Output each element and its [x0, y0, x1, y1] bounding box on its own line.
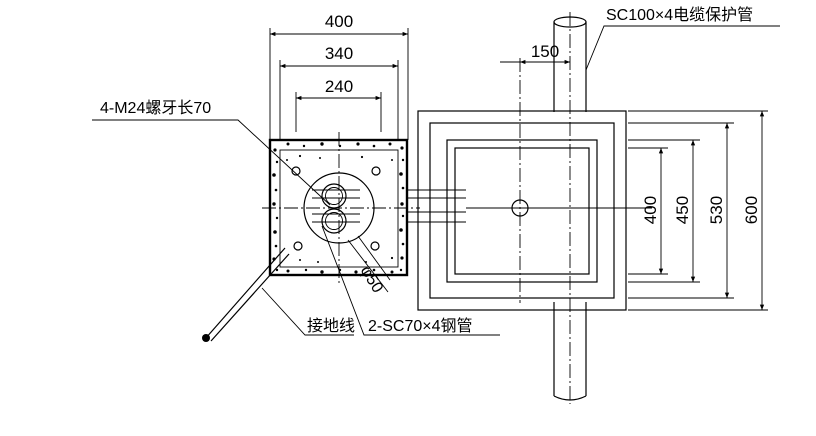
grounding-wire: [204, 247, 286, 340]
dim-label-v-600: 600: [742, 196, 761, 224]
anchor-bolt: [371, 166, 381, 176]
center-hole: [511, 199, 529, 217]
leader-grounding: [261, 287, 354, 336]
anchor-bolt: [293, 241, 303, 251]
pipe-opening: [303, 172, 375, 244]
dim-label-150: 150: [531, 42, 559, 61]
dim-label-v-450: 450: [673, 196, 692, 224]
leader-cable-pipe: [585, 25, 780, 71]
dim-label-v-530: 530: [707, 196, 726, 224]
concrete-hatch: [272, 142, 405, 274]
cable-pit-plan: 150 SC100×4电缆保护管 400 450 530 600: [417, 6, 780, 404]
leader-steel-pipe: [321, 225, 500, 336]
concrete-block: [268, 138, 409, 277]
steel-pipe: [321, 183, 347, 209]
foundation-plan: 400 340 240: [92, 12, 500, 342]
dim-label-v-400: 400: [641, 196, 660, 224]
dim-label-340: 340: [325, 44, 353, 63]
anchor-bolt: [370, 241, 380, 251]
steel-pipe: [321, 208, 347, 234]
grounding-electrode: [202, 334, 210, 342]
dim-label-400: 400: [325, 12, 353, 31]
leader-bolts: [92, 119, 331, 206]
label-cable-pipe: SC100×4电缆保护管: [606, 6, 753, 24]
label-bolts: 4-M24螺牙长70: [100, 99, 211, 117]
anchor-bolt: [291, 166, 301, 176]
label-steel-pipe: 2-SC70×4钢管: [368, 317, 473, 335]
pit-outer: [417, 110, 627, 311]
label-grounding: 接地线: [307, 317, 355, 335]
dim-label-240: 240: [325, 77, 353, 96]
